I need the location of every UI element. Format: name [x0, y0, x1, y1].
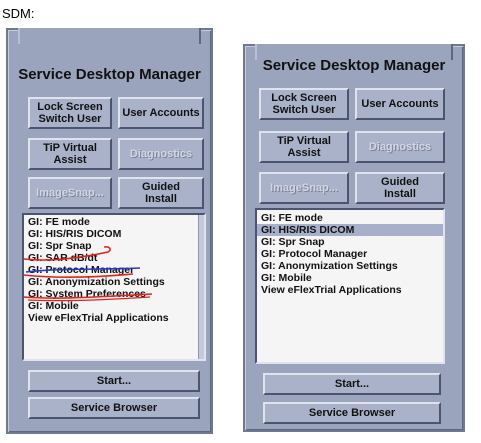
list-item[interactable]: View eFlexTrial Applications — [28, 312, 169, 324]
caption: SDM: — [2, 6, 35, 21]
service-browser-button[interactable]: Service Browser — [28, 397, 200, 419]
list-item[interactable]: GI: SAR dB/dt — [28, 252, 98, 264]
gi-list[interactable]: GI: FE mode GI: HIS/RIS DICOM GI: Spr Sn… — [22, 213, 206, 361]
gi-list[interactable]: GI: FE mode GI: HIS/RIS DICOM GI: Spr Sn… — [255, 208, 445, 364]
guided-install-button[interactable]: Guided Install — [118, 177, 204, 209]
list-item[interactable]: GI: Anonymization Settings — [261, 260, 398, 272]
left-sdm-panel: Service Desktop Manager Lock Screen Swit… — [6, 28, 213, 434]
list-item[interactable]: GI: HIS/RIS DICOM — [28, 228, 122, 240]
panel-top-tab — [18, 28, 201, 44]
start-button[interactable]: Start... — [263, 373, 441, 395]
right-sdm-panel: Service Desktop Manager Lock Screen Swit… — [243, 44, 465, 432]
list-scrollbar[interactable] — [198, 215, 204, 359]
list-item[interactable]: GI: Protocol Manager — [261, 248, 368, 260]
imagesnap-button[interactable]: ImageSnap... — [28, 177, 112, 209]
list-item[interactable]: GI: Spr Snap — [261, 236, 325, 248]
start-button[interactable]: Start... — [28, 370, 200, 392]
guided-install-button[interactable]: Guided Install — [355, 172, 445, 204]
tip-virtual-assist-button[interactable]: TiP Virtual Assist — [28, 138, 112, 170]
service-browser-button[interactable]: Service Browser — [263, 402, 441, 424]
list-item[interactable]: GI: Mobile — [28, 300, 79, 312]
diagnostics-button[interactable]: Diagnostics — [118, 138, 204, 170]
tip-virtual-assist-button[interactable]: TiP Virtual Assist — [259, 131, 349, 163]
lock-screen-button[interactable]: Lock Screen Switch User — [259, 88, 349, 120]
list-item[interactable]: GI: Mobile — [261, 272, 312, 284]
panel-title: Service Desktop Manager — [18, 66, 201, 83]
panel-top-tab — [255, 44, 453, 60]
list-item-selected[interactable]: GI: HIS/RIS DICOM — [257, 224, 443, 236]
imagesnap-button[interactable]: ImageSnap... — [259, 172, 349, 204]
user-accounts-button[interactable]: User Accounts — [118, 97, 204, 129]
lock-screen-button[interactable]: Lock Screen Switch User — [28, 97, 112, 129]
diagnostics-button[interactable]: Diagnostics — [355, 131, 445, 163]
panel-title: Service Desktop Manager — [262, 57, 446, 74]
list-item[interactable]: GI: FE mode — [261, 212, 323, 224]
list-item[interactable]: GI: Anonymization Settings — [28, 276, 165, 288]
list-item[interactable]: GI: Protocol Manager — [28, 264, 135, 276]
list-item[interactable]: GI: FE mode — [28, 216, 90, 228]
list-item[interactable]: GI: System Preferences — [28, 288, 146, 300]
list-item[interactable]: View eFlexTrial Applications — [261, 284, 402, 296]
user-accounts-button[interactable]: User Accounts — [355, 88, 445, 120]
list-item[interactable]: GI: Spr Snap — [28, 240, 92, 252]
